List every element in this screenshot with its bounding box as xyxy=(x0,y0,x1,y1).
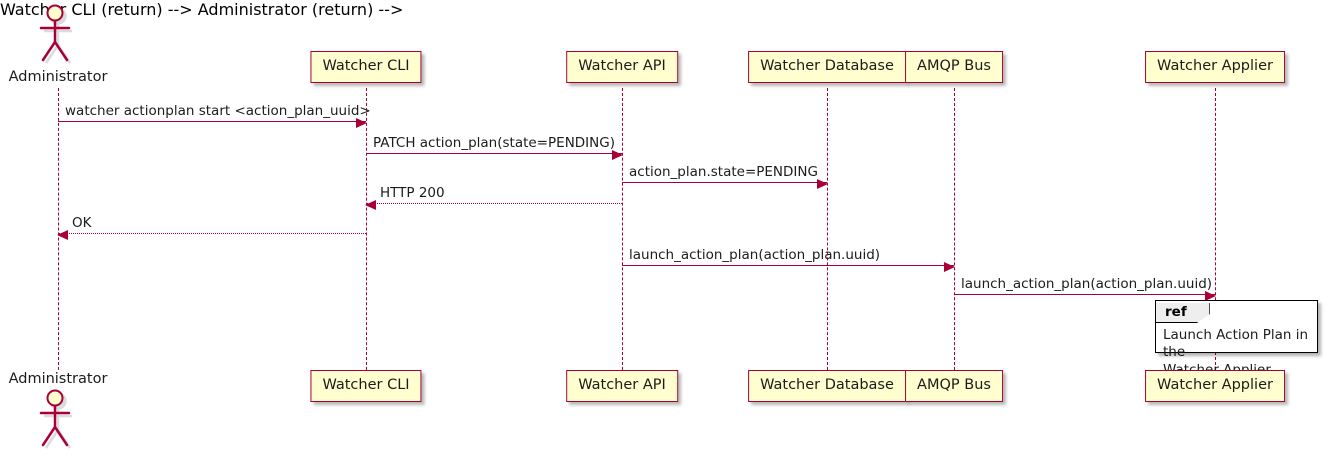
message-label-patch-action-plan: PATCH action_plan(state=PENDING) xyxy=(373,135,615,151)
arrowhead-right-icon xyxy=(612,149,623,160)
lifeline-watcher-applier xyxy=(1215,88,1216,370)
participant-watcher-cli-bottom[interactable]: Watcher CLI xyxy=(310,370,422,402)
participant-watcher-api-top[interactable]: Watcher API xyxy=(566,51,678,83)
actor-stick-figure-icon xyxy=(39,4,72,64)
ref-fragment-operator-label: ref xyxy=(1156,303,1210,324)
message-label-watcher-actionplan-start: watcher actionplan start <action_plan_uu… xyxy=(65,103,371,119)
actor-label-administrator-top: Administrator xyxy=(8,69,108,85)
actor-administrator-top[interactable] xyxy=(28,4,88,66)
lifeline-administrator xyxy=(58,88,59,370)
message-watcher-actionplan-start[interactable]: watcher actionplan start <action_plan_uu… xyxy=(58,103,371,128)
arrowhead-right-icon xyxy=(944,261,955,272)
actor-label-administrator-bottom: Administrator xyxy=(8,371,108,387)
lifeline-watcher-api xyxy=(622,88,623,370)
participant-amqp-bus-bottom[interactable]: AMQP Bus xyxy=(905,370,1003,402)
message-patch-action-plan[interactable]: PATCH action_plan(state=PENDING) xyxy=(366,135,623,160)
participant-watcher-cli-top[interactable]: Watcher CLI xyxy=(310,51,422,83)
arrowhead-left-icon xyxy=(57,229,68,240)
participant-watcher-api-bottom[interactable]: Watcher API xyxy=(566,370,678,402)
actor-stick-figure-icon xyxy=(39,389,72,449)
participant-watcher-applier-top[interactable]: Watcher Applier xyxy=(1145,51,1285,83)
message-launch-action-plan-api-to-bus[interactable]: launch_action_plan(action_plan.uuid) xyxy=(622,247,955,272)
message-ok[interactable]: OK xyxy=(57,215,366,240)
message-label-launch-action-plan-api-to-bus: launch_action_plan(action_plan.uuid) xyxy=(629,247,881,263)
lifeline-amqp-bus xyxy=(954,88,955,370)
arrowhead-right-icon xyxy=(817,178,828,189)
participant-watcher-database-bottom[interactable]: Watcher Database xyxy=(748,370,906,402)
message-label-launch-action-plan-bus-to-applier: launch_action_plan(action_plan.uuid) xyxy=(961,276,1213,292)
message-label-action-plan-state-pending: action_plan.state=PENDING xyxy=(629,164,818,180)
arrowhead-left-icon xyxy=(365,199,376,210)
participant-watcher-applier-bottom[interactable]: Watcher Applier xyxy=(1145,370,1285,402)
participant-amqp-bus-top[interactable]: AMQP Bus xyxy=(905,51,1003,83)
message-label-ok: OK xyxy=(72,215,92,231)
message-action-plan-state-pending[interactable]: action_plan.state=PENDING xyxy=(622,164,828,189)
message-http-200[interactable]: HTTP 200 xyxy=(365,185,622,210)
arrowhead-right-icon xyxy=(356,117,367,128)
ref-fragment[interactable]: ref Launch Action Plan in the Watcher Ap… xyxy=(1155,300,1318,378)
message-label-http-200: HTTP 200 xyxy=(380,185,445,201)
actor-administrator-bottom[interactable] xyxy=(28,389,88,451)
arrowhead-right-icon xyxy=(1205,290,1216,301)
lifeline-watcher-database xyxy=(827,88,828,370)
participant-watcher-database-top[interactable]: Watcher Database xyxy=(748,51,906,83)
message-launch-action-plan-bus-to-applier[interactable]: launch_action_plan(action_plan.uuid) xyxy=(954,276,1216,301)
lifeline-watcher-cli xyxy=(366,88,367,370)
